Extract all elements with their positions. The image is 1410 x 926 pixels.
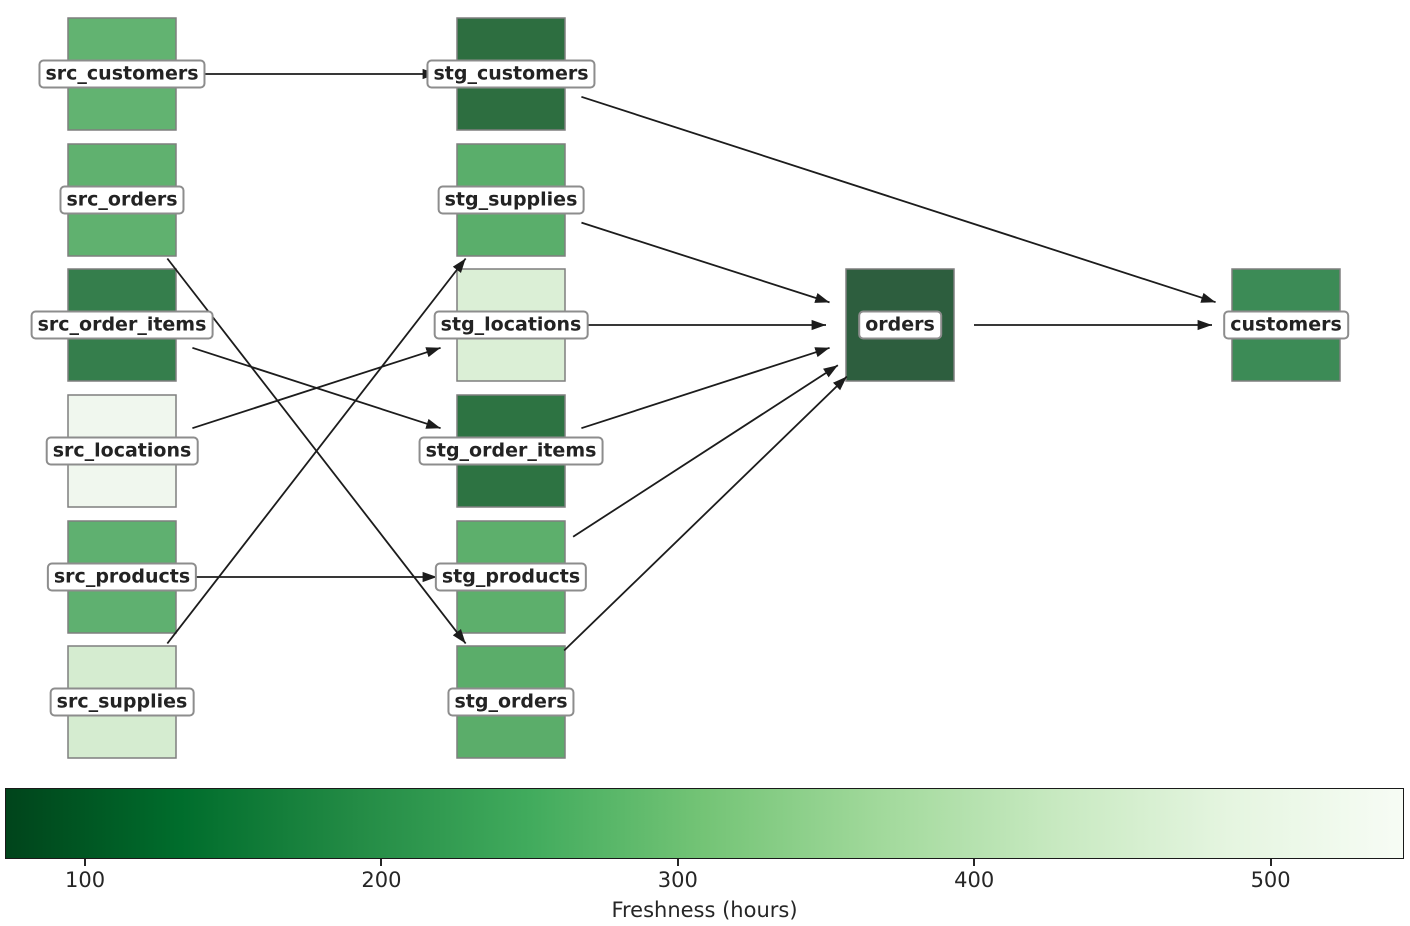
node-box-src_orders bbox=[67, 143, 177, 257]
colorbar-ticklabel-400: 400 bbox=[954, 868, 995, 892]
edge-stg_supplies-to-orders bbox=[581, 221, 830, 304]
colorbar-tickmark-500 bbox=[1269, 859, 1272, 866]
colorbar-tickmark-300 bbox=[676, 859, 679, 866]
node-box-src_products bbox=[67, 520, 177, 634]
colorbar-ticklabel-300: 300 bbox=[657, 868, 698, 892]
colorbar-axis-label: Freshness (hours) bbox=[611, 898, 798, 922]
edge-stg_products-to-orders bbox=[572, 364, 839, 538]
node-box-src_order_items bbox=[67, 268, 177, 382]
colorbar-ticklabel-200: 200 bbox=[361, 868, 402, 892]
node-box-stg_locations bbox=[456, 268, 566, 382]
freshness-colorbar bbox=[5, 788, 1404, 859]
node-box-stg_products bbox=[456, 520, 566, 634]
node-box-src_locations bbox=[67, 394, 177, 508]
node-box-src_customers bbox=[67, 17, 177, 131]
colorbar-tickmark-200 bbox=[380, 859, 383, 866]
edge-src_supplies-to-stg_supplies bbox=[166, 257, 467, 645]
node-box-stg_order_items bbox=[456, 394, 566, 508]
node-box-orders bbox=[845, 268, 955, 382]
edge-stg_orders-to-orders bbox=[563, 375, 848, 652]
edge-stg_order_items-to-orders bbox=[581, 346, 830, 430]
colorbar-ticklabel-500: 500 bbox=[1250, 868, 1291, 892]
node-box-customers bbox=[1231, 268, 1341, 382]
colorbar-tickmark-400 bbox=[973, 859, 976, 866]
colorbar-tickmark-100 bbox=[84, 859, 87, 866]
node-box-stg_customers bbox=[456, 17, 566, 131]
colorbar-ticklabel-100: 100 bbox=[64, 868, 106, 892]
node-box-stg_supplies bbox=[456, 143, 566, 257]
edge-src_locations-to-stg_locations bbox=[192, 346, 441, 430]
edge-stg_customers-to-customers bbox=[581, 95, 1216, 304]
edge-lines bbox=[166, 68, 1216, 652]
node-box-stg_orders bbox=[456, 645, 566, 759]
node-box-src_supplies bbox=[67, 645, 177, 759]
